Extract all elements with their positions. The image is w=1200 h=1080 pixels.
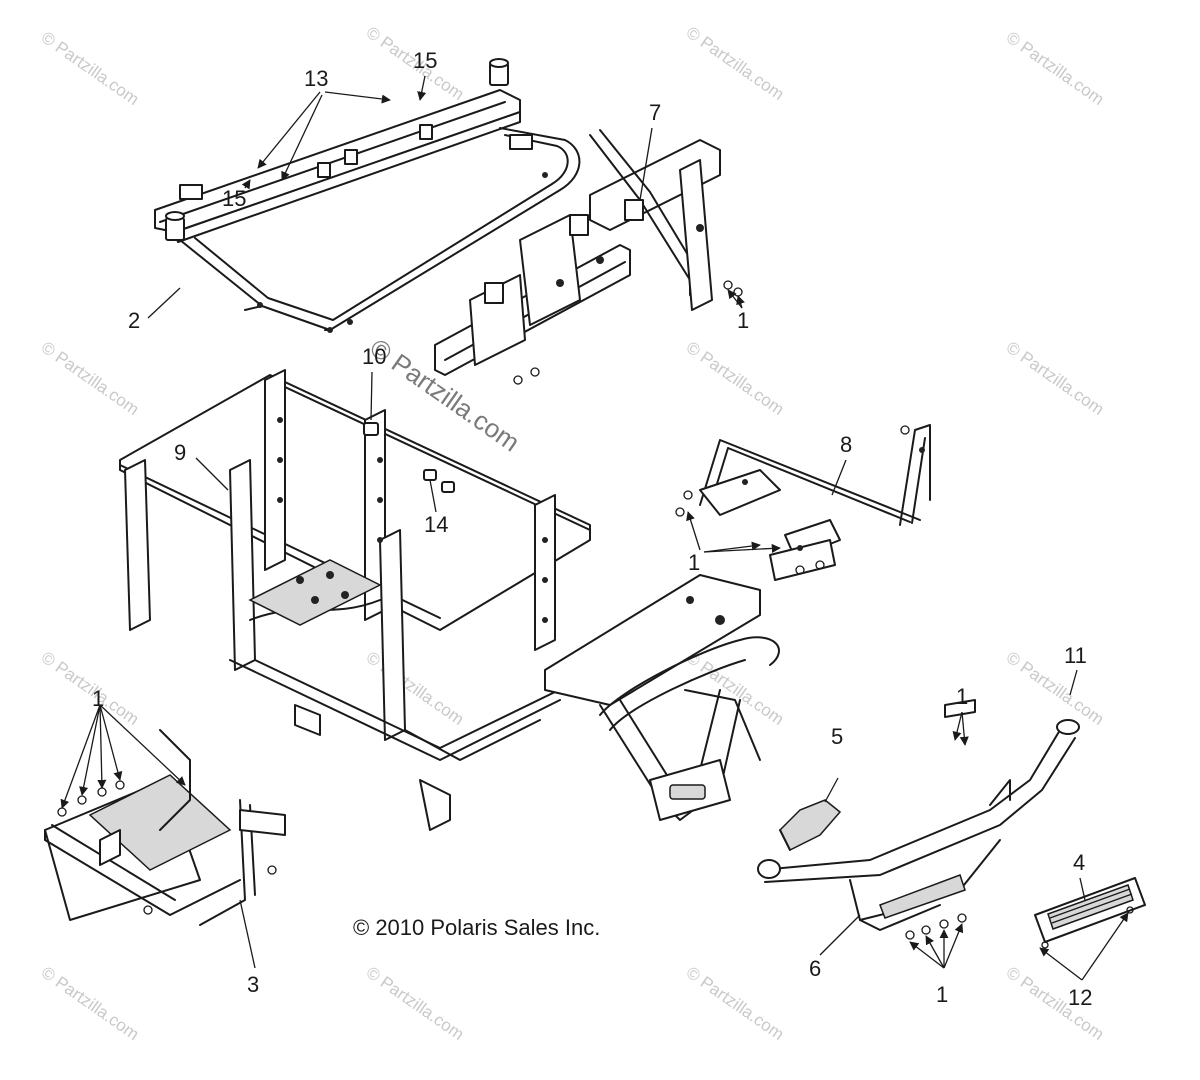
callout-11: 11 [1064,643,1087,668]
callout-3: 3 [247,972,259,997]
watermark: © Partzilla.com [683,648,788,729]
watermark: © Partzilla.com [1003,338,1108,419]
callout-9: 9 [174,440,186,465]
callout-1: 1 [688,550,700,575]
copyright-text: © 2010 Polaris Sales Inc. [353,915,600,940]
callout-13: 13 [304,66,328,91]
callout-15: 15 [222,186,246,211]
svg-text:© Partzilla.com: © Partzilla.com [683,648,788,729]
svg-text:© Partzilla.com: © Partzilla.com [363,648,468,729]
callout-6: 6 [809,956,821,981]
watermark: © Partzilla.com [1003,28,1108,109]
callouts: 13 15 15 2 7 1 10 9 14 8 1 1 3 5 1 11 4 … [92,48,1092,1010]
callout-1: 1 [737,308,749,333]
svg-text:© Partzilla.com: © Partzilla.com [363,963,468,1044]
watermark: © Partzilla.com [38,338,143,419]
callout-5: 5 [831,724,843,749]
part-5-bracket [779,799,842,852]
watermark: © Partzilla.com [683,338,788,419]
callout-1: 1 [936,982,948,1007]
part-2-cargo-box-frame [154,58,581,333]
part-6-front-bumper [757,699,1080,940]
watermark: © Partzilla.com [363,963,468,1044]
callout-1: 1 [956,684,968,709]
callout-7: 7 [649,100,661,125]
callout-10: 10 [362,344,386,369]
svg-text:© Partzilla.com: © Partzilla.com [683,338,788,419]
watermark: © Partzilla.com [38,28,143,109]
svg-text:© Partzilla.com: © Partzilla.com [683,23,788,104]
watermark: © Partzilla.com [38,963,143,1044]
part-8-side-support [675,424,931,581]
leader-lines [60,75,1129,981]
watermark: © Partzilla.com [363,648,468,729]
part-4-grille [1034,877,1146,949]
part-7-rear-support [434,129,743,385]
watermark: © Partzilla.com [683,963,788,1044]
callout-1: 1 [92,686,104,711]
callout-4: 4 [1073,850,1085,875]
svg-text:© Partzilla.com: © Partzilla.com [38,28,143,109]
watermark: © Partzilla.com [683,23,788,104]
part-9-main-frame [119,369,780,831]
part-10-nut [363,422,379,436]
svg-text:© Partzilla.com: © Partzilla.com [1003,338,1108,419]
svg-text:© Partzilla.com: © Partzilla.com [1003,648,1108,729]
callout-12: 12 [1068,985,1092,1010]
callout-2: 2 [128,308,140,333]
svg-text:© Partzilla.com: © Partzilla.com [1003,28,1108,109]
svg-text:© Partzilla.com: © Partzilla.com [38,338,143,419]
callout-14: 14 [424,512,448,537]
watermark: © Partzilla.com [1003,648,1108,729]
watermark: © Partzilla.com [38,648,143,729]
callout-8: 8 [840,432,852,457]
part-3-skid-plate-frame [44,729,286,926]
svg-text:© Partzilla.com: © Partzilla.com [38,648,143,729]
svg-text:© Partzilla.com: © Partzilla.com [38,963,143,1044]
svg-text:© Partzilla.com: © Partzilla.com [683,963,788,1044]
callout-15: 15 [413,48,437,73]
